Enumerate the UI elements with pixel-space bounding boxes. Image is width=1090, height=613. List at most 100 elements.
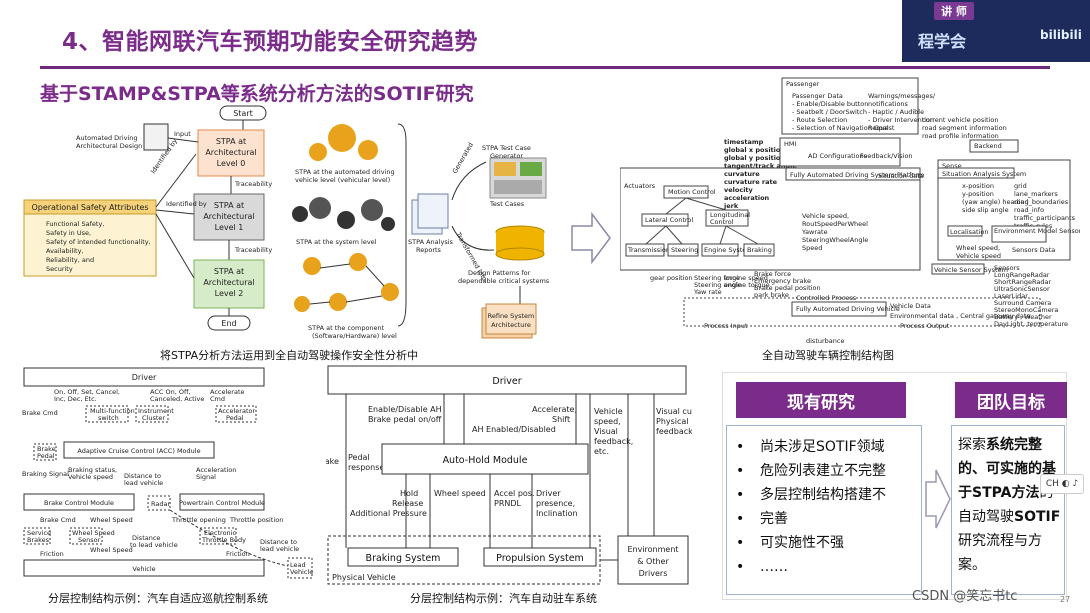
svg-text:traffic_participants: traffic_participants — [1014, 214, 1076, 222]
gear-icon — [303, 257, 321, 275]
svg-text:Speed: Speed — [802, 244, 822, 252]
svg-text:LongRangeRadar: LongRangeRadar — [994, 271, 1050, 279]
svg-text:- Haptic / Audible: - Haptic / Audible — [868, 108, 924, 116]
svg-text:- Seatbelt / DoorSwitch: - Seatbelt / DoorSwitch — [792, 108, 867, 116]
slide-title: 4、智能网联汽车预期功能安全研究趋势 — [62, 29, 479, 55]
svg-text:Steering force: Steering force — [694, 274, 740, 282]
svg-text:Availability,: Availability, — [46, 247, 84, 255]
svg-text:Motion Control: Motion Control — [668, 188, 716, 196]
svg-text:Drivers: Drivers — [639, 569, 668, 578]
svg-text:Electronic: Electronic — [204, 529, 236, 537]
svg-text:Sensor: Sensor — [78, 536, 101, 544]
system-level-label: STPA at the system level — [296, 238, 377, 246]
svg-text:Engine System: Engine System — [704, 246, 753, 254]
svg-text:Physical Vehicle: Physical Vehicle — [332, 573, 396, 582]
list-item: 尚未涉足SOTIF领域 — [730, 435, 915, 459]
svg-text:timestamp: timestamp — [724, 138, 764, 146]
svg-text:Propulsion System: Propulsion System — [496, 553, 584, 564]
svg-text:STPA Test Case: STPA Test Case — [482, 144, 531, 152]
svg-text:Friction: Friction — [226, 550, 250, 558]
svg-text:Surround Camera: Surround Camera — [994, 299, 1051, 307]
svg-text:Wheel Speed: Wheel Speed — [90, 546, 133, 554]
svg-text:Braking: Braking — [747, 246, 772, 254]
sensors-list: Sensors LongRangeRadar ShortRangeRadar U… — [994, 264, 1068, 328]
svg-text:Adaptive Cruise Control (ACC): Adaptive Cruise Control (ACC) Module — [77, 447, 200, 455]
end-label: End — [221, 319, 236, 328]
svg-text:Security: Security — [46, 265, 73, 273]
presenter-webcam — [902, 0, 1090, 62]
svg-text:feedback: feedback — [656, 427, 692, 436]
svg-text:- Enable/Disable button: - Enable/Disable button — [792, 100, 868, 108]
svg-text:Level 0: Level 0 — [217, 159, 246, 168]
svg-text:grid: grid — [1014, 182, 1027, 190]
svg-text:STPA at the automated driving: STPA at the automated driving — [295, 168, 395, 176]
list-item-continuation: 完善 — [730, 507, 915, 531]
svg-text:ACC On, Off,: ACC On, Off, — [150, 388, 191, 396]
svg-text:DayLight, temperature: DayLight, temperature — [994, 320, 1068, 328]
vehicle-level-label: vehicle level (vehicular level) — [295, 176, 390, 184]
svg-text:Cluster: Cluster — [142, 414, 165, 422]
svg-text:- Route Selection: - Route Selection — [792, 116, 847, 124]
svg-text:Situation data: Situation data — [878, 172, 924, 180]
svg-text:- Selection of Navigation Goal: - Selection of Navigation Goal — [792, 124, 889, 132]
svg-text:Situation Analysis System: Situation Analysis System — [942, 170, 1026, 178]
svg-text:SteeringWheelAngle: SteeringWheelAngle — [802, 236, 868, 244]
signal-list: timestamp global x position global y pos… — [723, 138, 797, 210]
svg-text:Architectural: Architectural — [203, 278, 254, 287]
flow-arrow — [571, 212, 611, 264]
svg-text:jerk: jerk — [723, 202, 739, 210]
svg-text:Accelerator: Accelerator — [218, 407, 255, 415]
gear-icon — [309, 197, 331, 219]
svg-text:& Other: & Other — [637, 557, 669, 566]
svg-text:Vehicle Sensor System: Vehicle Sensor System — [934, 266, 1008, 274]
svg-text:lane_markers: lane_markers — [1014, 190, 1058, 198]
svg-text:Powertrain Control Module: Powertrain Control Module — [179, 499, 265, 507]
gear-icon — [381, 217, 395, 231]
svg-text:Sense: Sense — [942, 162, 962, 170]
fad-vehicle-box — [791, 301, 887, 317]
svg-text:Signal: Signal — [196, 473, 216, 481]
title-divider — [40, 66, 1050, 69]
svg-text:Pedal: Pedal — [37, 452, 55, 460]
svg-text:On, Off, Set, Cancel,: On, Off, Set, Cancel, — [54, 388, 120, 396]
svg-text:Sensors: Sensors — [994, 264, 1020, 272]
svg-text:Brake pedal on/off: Brake pedal on/off — [368, 415, 442, 424]
existing-research-list: 尚未涉足SOTIF领域 危险列表建立不完整 多层控制结构搭建不 完善 可实施性不… — [730, 435, 915, 579]
svg-text:Distance to: Distance to — [124, 472, 161, 480]
svg-text:Lateral Control: Lateral Control — [645, 216, 693, 224]
autohold-module-box — [381, 443, 589, 475]
svg-text:Braking status,: Braking status, — [68, 466, 117, 474]
svg-text:Reports: Reports — [416, 246, 442, 254]
svg-text:Throttle Body: Throttle Body — [201, 536, 246, 544]
traceability-label-1: Traceability — [234, 180, 272, 188]
svg-text:Vehicle: Vehicle — [132, 565, 155, 573]
svg-text:Visual: Visual — [594, 427, 618, 436]
svg-text:Visual cues: Visual cues — [656, 407, 692, 416]
svg-text:lead vehicle: lead vehicle — [124, 479, 163, 487]
svg-text:switch: switch — [98, 414, 119, 422]
svg-text:feedback,: feedback, — [594, 437, 633, 446]
svg-text:Additional Pressure: Additional Pressure — [350, 509, 427, 518]
powertrain-module-box — [179, 493, 265, 511]
svg-text:Braking Signal: Braking Signal — [22, 470, 69, 478]
svg-text:Safety in Use,: Safety in Use, — [46, 229, 91, 237]
svg-text:STPA at the component: STPA at the component — [308, 324, 385, 332]
braking-system-box — [347, 547, 459, 567]
svg-text:Transmission: Transmission — [627, 246, 670, 254]
gear-icon — [381, 283, 399, 301]
svg-text:Throttle opening: Throttle opening — [171, 516, 226, 524]
svg-text:Distance to: Distance to — [260, 538, 297, 546]
traceability-label-2: Traceability — [234, 246, 272, 254]
svg-text:Distance: Distance — [132, 534, 160, 542]
svg-text:park brake: park brake — [754, 291, 789, 299]
svg-text:STPA at: STPA at — [216, 137, 246, 146]
lecturer-badge: 讲 师 — [934, 2, 974, 20]
svg-text:STPA at: STPA at — [214, 201, 244, 210]
osa-title: Operational Safety Attributes — [31, 203, 148, 212]
svg-text:Driver: Driver — [536, 489, 561, 498]
svg-text:notifications: notifications — [868, 100, 909, 108]
svg-text:y-position: y-position — [962, 190, 994, 198]
input-method-badge[interactable]: CH ◐ ♪ — [1040, 474, 1084, 494]
svg-text:Steering: Steering — [671, 246, 698, 254]
